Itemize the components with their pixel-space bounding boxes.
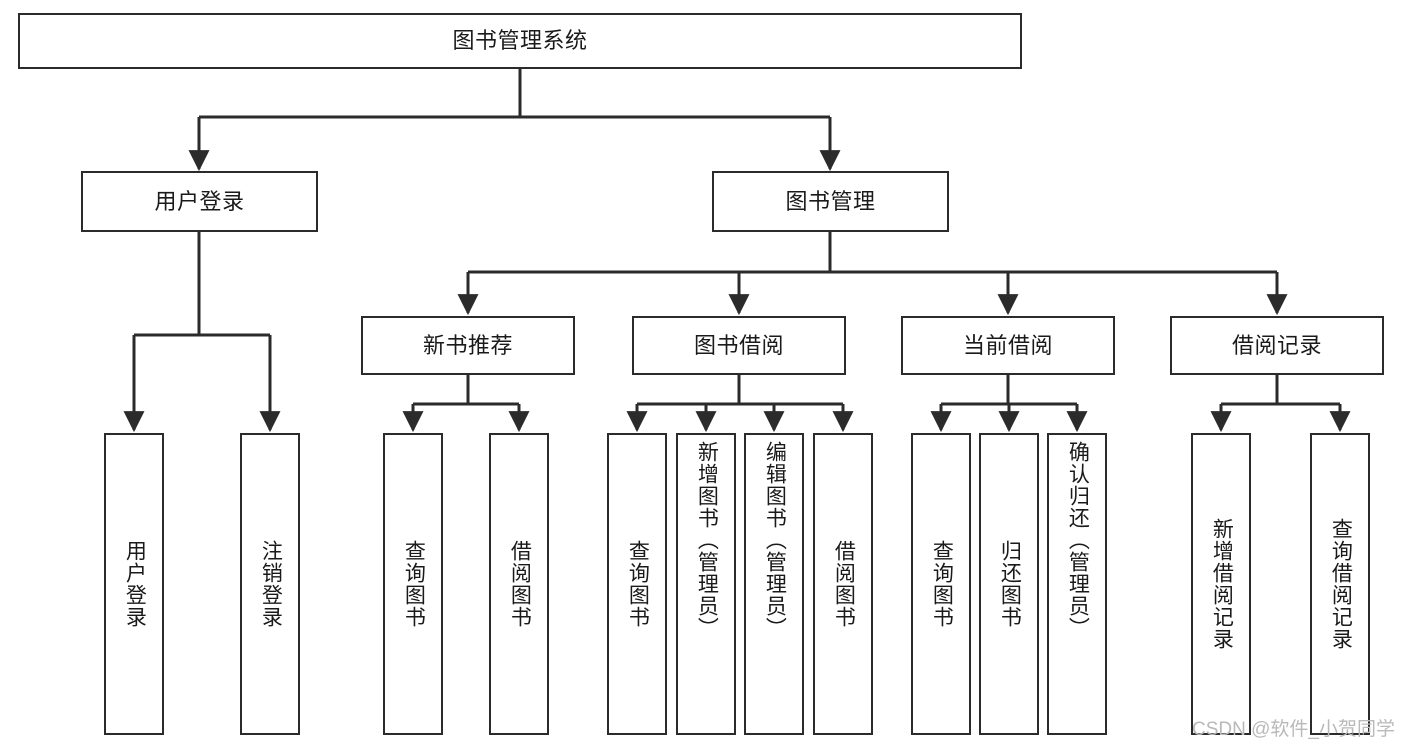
leaf-label: 注销登录 <box>259 540 283 628</box>
node-book-management-label: 图书管理 <box>785 188 876 214</box>
leaf-label: 查询图书 <box>402 540 426 628</box>
leaf-label: 用户登录 <box>123 540 147 628</box>
leaf-current-borrow-query-book[interactable]: 查询图书 <box>911 433 971 735</box>
node-new-book-recommend-label: 新书推荐 <box>422 332 513 358</box>
node-current-borrow-label: 当前借阅 <box>962 332 1053 358</box>
leaf-label: 查询图书 <box>626 540 650 628</box>
node-current-borrow[interactable]: 当前借阅 <box>901 316 1115 375</box>
node-book-management[interactable]: 图书管理 <box>712 171 949 232</box>
leaf-label: 编辑图书（管理员） <box>763 441 787 639</box>
leaf-user-login-login[interactable]: 用户登录 <box>104 433 164 735</box>
node-borrow-record-label: 借阅记录 <box>1231 332 1322 358</box>
leaf-new-book-query-book[interactable]: 查询图书 <box>383 433 443 735</box>
leaf-label: 借阅图书 <box>508 540 532 628</box>
node-new-book-recommend[interactable]: 新书推荐 <box>361 316 575 375</box>
node-book-borrow-label: 图书借阅 <box>693 332 784 358</box>
leaf-book-borrow-borrow-book[interactable]: 借阅图书 <box>813 433 873 735</box>
leaf-label: 新增图书（管理员） <box>695 441 719 639</box>
leaf-book-borrow-edit-book-admin[interactable]: 编辑图书（管理员） <box>744 433 804 735</box>
leaf-current-borrow-return-book[interactable]: 归还图书 <box>979 433 1039 735</box>
leaf-label: 查询借阅记录 <box>1329 518 1353 650</box>
leaf-borrow-record-query-record[interactable]: 查询借阅记录 <box>1310 433 1370 735</box>
leaf-current-borrow-confirm-return-admin[interactable]: 确认归还（管理员） <box>1047 433 1107 735</box>
leaf-borrow-record-add-record[interactable]: 新增借阅记录 <box>1191 433 1251 735</box>
node-root-label: 图书管理系统 <box>452 28 588 54</box>
node-user-login[interactable]: 用户登录 <box>81 171 318 232</box>
leaf-book-borrow-query-book[interactable]: 查询图书 <box>607 433 667 735</box>
node-book-borrow[interactable]: 图书借阅 <box>632 316 846 375</box>
leaf-new-book-borrow-book[interactable]: 借阅图书 <box>489 433 549 735</box>
leaf-label: 确认归还（管理员） <box>1066 441 1090 639</box>
leaf-label: 归还图书 <box>998 540 1022 628</box>
node-root-book-management-system[interactable]: 图书管理系统 <box>18 13 1022 69</box>
node-user-login-label: 用户登录 <box>154 188 245 214</box>
leaf-label: 借阅图书 <box>832 540 856 628</box>
leaf-label: 查询图书 <box>930 540 954 628</box>
node-borrow-record[interactable]: 借阅记录 <box>1170 316 1384 375</box>
leaf-book-borrow-add-book-admin[interactable]: 新增图书（管理员） <box>676 433 736 735</box>
leaf-label: 新增借阅记录 <box>1210 518 1234 650</box>
leaf-user-login-logout[interactable]: 注销登录 <box>240 433 300 735</box>
